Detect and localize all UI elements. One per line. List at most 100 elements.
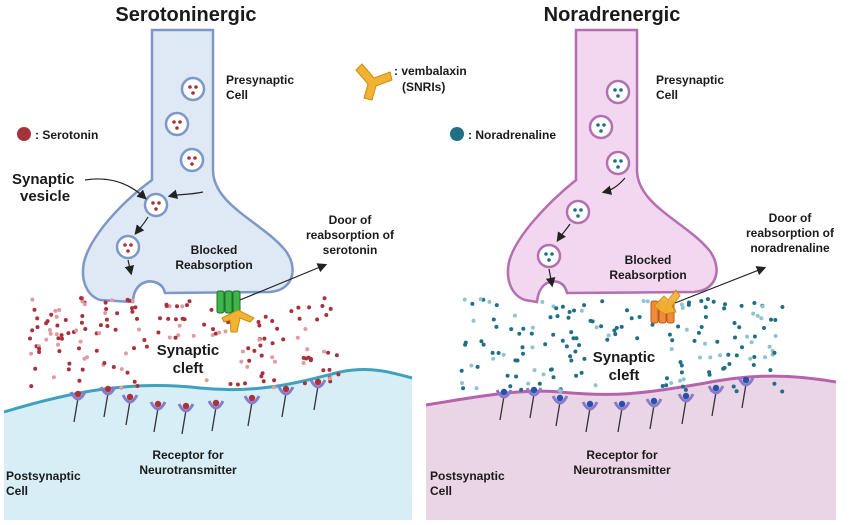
- noradrenergic-panel: Noradrenergic : Noradrenaline Presynapti…: [425, 4, 837, 520]
- neurotransmitter-particle: [660, 384, 665, 388]
- neurotransmitter-particle: [124, 351, 128, 356]
- neurotransmitter-particle: [103, 300, 108, 305]
- neurotransmitter-particle: [752, 301, 757, 305]
- neurotransmitter-particle: [204, 378, 209, 383]
- neurotransmitter-particle: [505, 373, 510, 378]
- neurotransmitter-particle: [79, 296, 84, 301]
- neurotransmitter-particle: [680, 305, 685, 310]
- neurotransmitter-particle: [494, 324, 499, 329]
- neurotransmitter-particle: [635, 336, 640, 341]
- neurotransmitter-particle: [176, 333, 181, 338]
- neurotransmitter-particle: [270, 319, 275, 323]
- neurotransmitter-particle: [132, 346, 136, 351]
- neurotransmitter-particle: [676, 324, 681, 329]
- neurotransmitter-particle: [768, 368, 773, 373]
- neurotransmitter-particle: [703, 315, 708, 319]
- neurotransmitter-particle: [669, 381, 674, 385]
- neurotransmitter-particle: [551, 375, 556, 380]
- neurotransmitter-particle: [574, 373, 579, 378]
- drug-icon: [221, 309, 255, 333]
- neurotransmitter-particle: [270, 355, 275, 360]
- neurotransmitter-particle: [82, 302, 87, 307]
- neurotransmitter-particle: [582, 356, 587, 361]
- neurotransmitter-particle: [257, 337, 262, 342]
- neurotransmitter-particle: [132, 379, 137, 384]
- neurotransmitter-particle: [679, 370, 684, 375]
- neurotransmitter-particle: [481, 342, 486, 347]
- neurotransmitter-particle: [240, 349, 245, 354]
- neurotransmitter-particle: [752, 355, 757, 359]
- neurotransmitter-particle: [262, 336, 267, 341]
- neurotransmitter-particle: [732, 321, 737, 325]
- neurotransmitter-particle: [703, 341, 707, 346]
- neurotransmitter-particle: [158, 316, 162, 321]
- neurotransmitter-particle: [470, 301, 475, 306]
- neurotransmitter-particle: [59, 333, 64, 338]
- neurotransmitter-particle: [773, 318, 778, 322]
- neurotransmitter-particle: [703, 305, 708, 310]
- neurotransmitter-particle: [324, 313, 329, 317]
- synaptic-vesicle: [164, 111, 190, 137]
- neurotransmitter-particle: [111, 365, 116, 369]
- neurotransmitter-particle: [37, 350, 42, 354]
- neurotransmitter-particle: [66, 331, 71, 336]
- neurotransmitter-particle: [37, 346, 42, 351]
- neurotransmitter-particle: [79, 320, 84, 325]
- legend-label-left: : Serotonin: [35, 128, 98, 142]
- neurotransmitter-particle: [731, 384, 736, 389]
- vesicles-right: [536, 79, 631, 269]
- neurotransmitter-particle: [105, 324, 110, 328]
- neurotransmitter-particle: [315, 317, 320, 322]
- receptor: [613, 400, 631, 433]
- drug-icon: [653, 289, 681, 315]
- receptor: [309, 378, 327, 411]
- neurotransmitter-particle: [519, 387, 524, 392]
- neurotransmitter-particle: [711, 299, 716, 304]
- neurotransmitter-particle: [125, 370, 130, 375]
- neurotransmitter-particle: [133, 305, 138, 310]
- neurotransmitter-particle: [475, 364, 480, 369]
- neurotransmitter-particle: [650, 322, 655, 327]
- panel-title-right: Noradrenergic: [544, 4, 681, 26]
- neurotransmitter-particle: [260, 371, 265, 376]
- neurotransmitter-particle: [513, 358, 518, 363]
- neurotransmitter-particle: [491, 317, 496, 322]
- receptor: [645, 397, 663, 430]
- neurotransmitter-particle: [270, 341, 275, 346]
- door-pointer-left: [239, 263, 328, 301]
- neurotransmitter-particle: [97, 331, 102, 336]
- postsynaptic-membrane-left: [3, 368, 413, 414]
- neurotransmitter-particle: [328, 376, 333, 381]
- reuptake-notch-left: [131, 280, 167, 303]
- neurotransmitter-particle: [769, 317, 773, 322]
- synaptic-vesicle: [605, 150, 631, 176]
- neurotransmitter-particle: [296, 305, 301, 310]
- neurotransmitter-particle: [751, 363, 756, 367]
- neurotransmitter-particle: [210, 333, 215, 337]
- neurotransmitter-particle: [551, 332, 556, 337]
- noradrenaline-legend-dot: [450, 127, 464, 141]
- neurotransmitter-particle: [678, 360, 683, 365]
- neurotransmitter-particle: [256, 320, 261, 324]
- neurotransmitter-particle: [560, 338, 565, 343]
- neurotransmitter-particle: [245, 364, 250, 369]
- neurotransmitter-particle: [263, 314, 268, 319]
- synaptic-vesicle: [115, 234, 141, 260]
- neurotransmitter-particle: [645, 299, 650, 304]
- neurotransmitter-particle: [35, 316, 40, 321]
- neurotransmitter-particle: [322, 296, 327, 301]
- neurotransmitter-particle: [98, 323, 103, 328]
- neurotransmitter-particle: [130, 298, 135, 303]
- neurotransmitter-particle: [55, 323, 60, 328]
- neurotransmitter-particle: [727, 362, 732, 366]
- neurotransmitter-particle: [51, 375, 56, 380]
- neurotransmitter-particle: [29, 384, 34, 389]
- neurotransmitter-particle: [327, 367, 332, 372]
- neurotransmitter-particle: [257, 323, 262, 328]
- receptor: [525, 386, 543, 419]
- neurotransmitter-particle: [722, 306, 727, 311]
